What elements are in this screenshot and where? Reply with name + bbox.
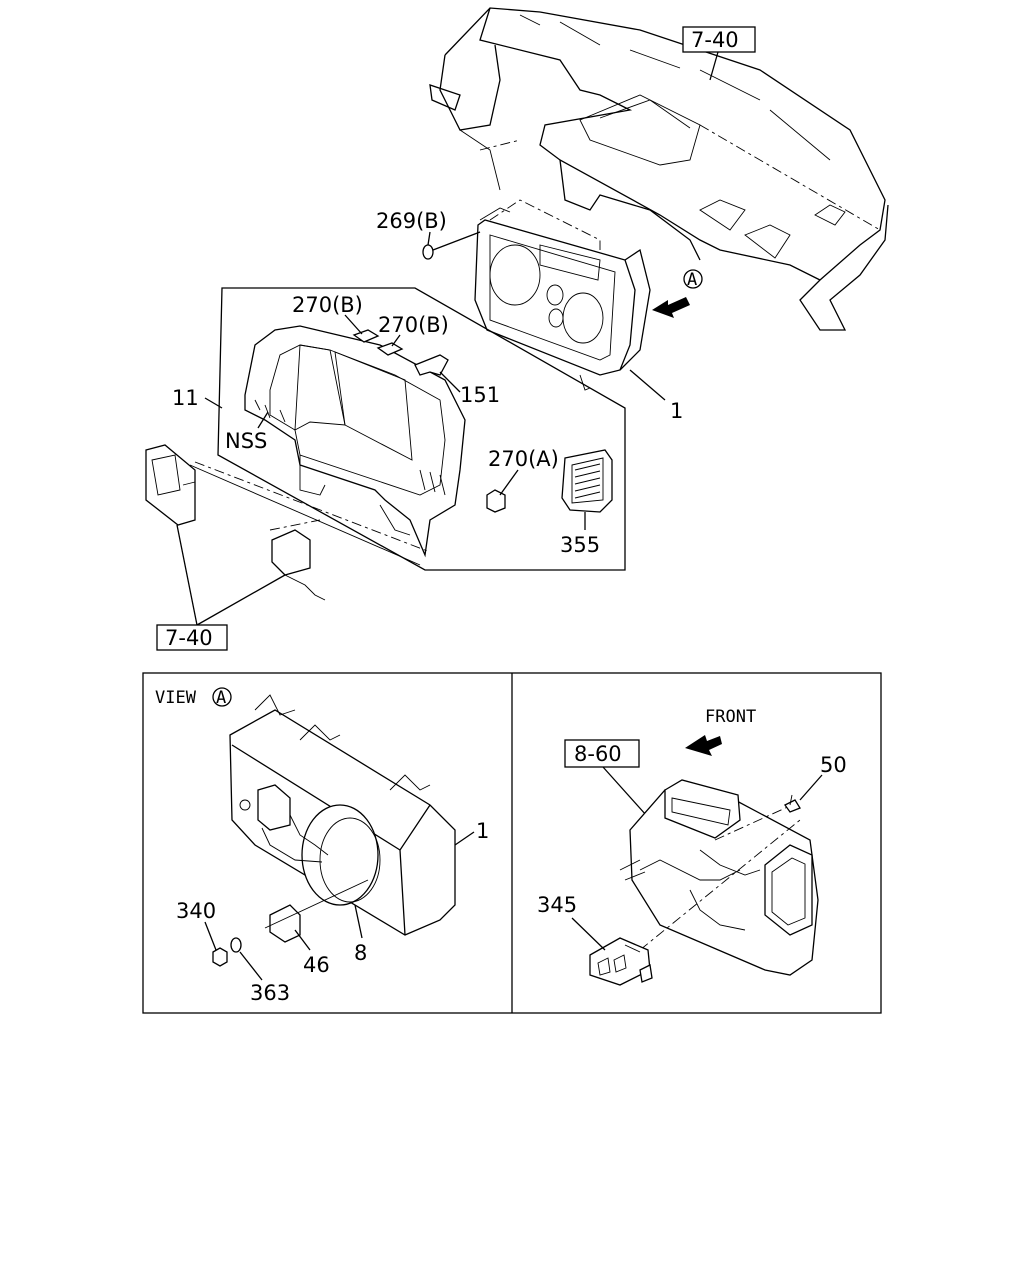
bracket-151 [414,354,449,376]
callout-355: 355 [560,533,600,557]
front-label: FRONT [705,707,756,727]
connector-plug [271,529,326,601]
dashboard-panel [429,7,889,331]
callout-46: 46 [303,953,330,977]
callout-340: 340 [176,899,216,923]
switch-panel [145,444,196,526]
washer-363 [230,937,242,953]
ref-box-860 [564,739,640,768]
callout-11: 11 [172,386,199,410]
view-a-marker-letter: A [687,270,697,290]
clip-270b-1 [352,329,380,343]
view-a-marker [683,269,703,289]
callout-151: 151 [460,383,500,407]
callout-50: 50 [820,753,847,777]
ref-box-740-bottom [156,624,228,651]
callout-nss: NSS [225,429,267,453]
clip-270b-2 [376,342,404,356]
screw-50 [784,794,801,813]
nut-340 [212,947,228,967]
cluster-bezel [244,325,466,558]
direction-arrow [652,297,690,318]
clip-270a [486,489,506,513]
assembly-outline-11 [217,287,626,571]
callout-8: 8 [354,941,367,965]
view-label-circle [212,687,232,707]
callout-270a: 270(A) [488,447,559,471]
view-label: VIEW [155,688,197,708]
screw-269b [422,231,481,260]
callout-270b-2: 270(B) [378,313,449,337]
view-label-circle-letter: A [216,688,226,708]
clip-46 [269,904,301,943]
callout-269b: 269(B) [376,209,447,233]
ref-box-740-top [682,26,756,53]
callout-270b-1: 270(B) [292,293,363,317]
callout-345: 345 [537,893,577,917]
heater-unit [619,779,819,976]
callout-363: 363 [250,981,290,1005]
callout-1-top: 1 [670,399,683,423]
ref-label-740-bottom: 7-40 [165,626,213,650]
callout-1-view: 1 [476,819,489,843]
instrument-cluster [474,207,651,391]
vent-355 [561,449,613,513]
ref-label-740-top: 7-40 [691,28,739,52]
cluster-rear-view [229,694,456,936]
front-arrow [685,735,722,756]
ref-label-860: 8-60 [574,742,622,766]
